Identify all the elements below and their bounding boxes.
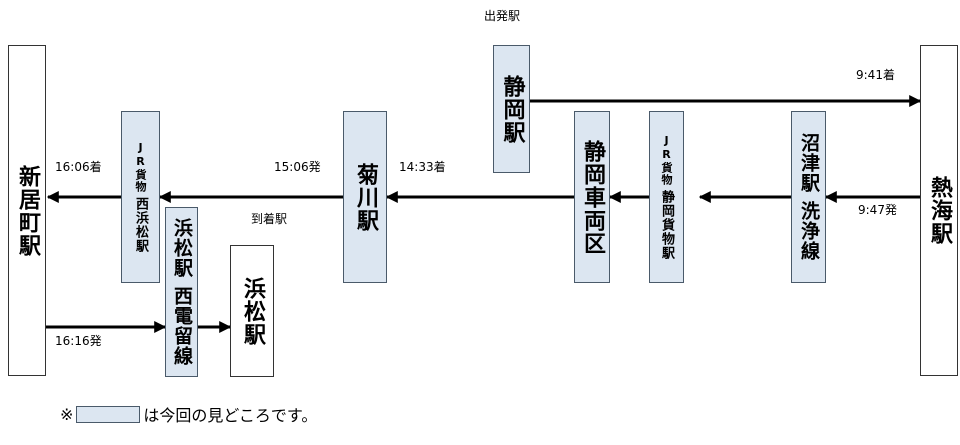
station-name-nishihamamatsu: 西浜松駅 [133, 197, 148, 253]
legend-mark: ※ [60, 404, 74, 424]
station-name-atami: 熱海駅 [927, 176, 952, 245]
station-box-kikugawa: 菊川駅 [343, 111, 387, 283]
arrival-label: 到着駅 [251, 212, 288, 226]
station-name-shinjo: 新居町駅 [15, 164, 40, 257]
station-name-kikugawa: 菊川駅 [353, 162, 378, 232]
legend-text: は今回の見どころです。 [143, 406, 318, 425]
station-box-numazu: 沼津駅 洗浄線 [791, 111, 826, 283]
time-shinjo-arrival: 16:06着 [55, 160, 102, 174]
station-name-hamamatsu-west: 浜松駅 [171, 218, 193, 278]
numazu-label-group: 沼津駅 [798, 133, 820, 193]
station-sub-hamamatsu-west: 西電留線 [171, 286, 193, 366]
station-box-atami: 熱海駅 [920, 45, 958, 376]
time-kikugawa-departure: 15:06発 [274, 160, 321, 174]
station-name-shizuoka-depot: 静岡車両区 [580, 139, 605, 255]
station-box-nishihamamatsu: JR貨物 西浜松駅 [121, 111, 160, 283]
station-box-shinjo: 新居町駅 [8, 45, 46, 376]
time-kikugawa-arrival: 14:33着 [399, 160, 446, 174]
departure-label: 出発駅 [484, 9, 521, 23]
station-box-shizuoka-cargo: JR貨物 静岡貨物駅 [649, 111, 684, 283]
jr-cargo-prefix-1: JR貨物 [660, 134, 673, 186]
time-atami-arrival: 9:41着 [856, 68, 895, 82]
station-box-shizuoka-depot: 静岡車両区 [574, 111, 610, 283]
jr-cargo-prefix-2: JR貨物 [134, 141, 147, 193]
legend-swatch [76, 405, 141, 423]
station-name-shizuoka-cargo: 静岡貨物駅 [659, 190, 674, 260]
station-box-hamamatsu-west: 浜松駅 西電留線 [165, 207, 198, 377]
station-box-hamamatsu: 浜松駅 [230, 245, 274, 377]
legend: ※ は今回の見どころです。 [60, 402, 317, 426]
station-sub-numazu: 洗浄線 [798, 201, 820, 261]
station-box-shizuoka: 静岡駅 [493, 45, 530, 173]
station-name-shizuoka: 静岡駅 [499, 74, 525, 144]
time-shinjo-departure: 16:16発 [55, 334, 102, 348]
station-name-numazu: 沼津駅 [798, 133, 820, 193]
station-name-hamamatsu: 浜松駅 [240, 276, 265, 346]
time-atami-departure: 9:47発 [858, 203, 897, 217]
